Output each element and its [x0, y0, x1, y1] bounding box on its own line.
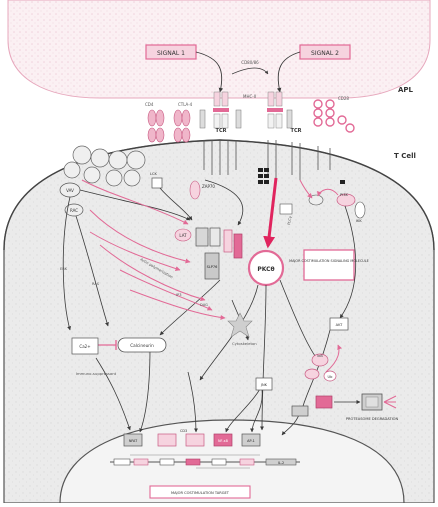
cd28-receptor — [313, 99, 355, 133]
apl-cell — [7, 0, 431, 99]
cd4-label: CD4 — [145, 102, 154, 107]
zap70-node — [189, 180, 201, 200]
slp76-label: SLP76 — [207, 265, 218, 269]
calcineurin-label: Calcineurin — [130, 343, 154, 348]
tf-boxes — [123, 433, 261, 447]
signal1-arrow — [195, 51, 224, 93]
ikb-node — [311, 353, 329, 367]
adapter-stack — [204, 252, 220, 280]
cd3-label: CD3 — [180, 429, 187, 433]
signal2-label: SIGNAL 2 — [311, 50, 339, 57]
ub-node — [323, 370, 337, 382]
receptor-left-2 — [173, 109, 191, 143]
ctla4-label: CTLA-4 — [178, 102, 193, 107]
costim-box — [303, 249, 355, 281]
membrane-stalks — [203, 140, 331, 180]
proteasome — [334, 393, 397, 411]
dag-node — [308, 194, 324, 206]
apl-label: APL — [398, 86, 414, 94]
signal2-arrow — [276, 51, 301, 93]
jnk-box — [255, 377, 273, 391]
cd3-chain-a — [199, 109, 206, 129]
dag-label: DAG — [200, 303, 208, 307]
erk-label: ERK — [60, 267, 68, 271]
pi3k-block — [223, 229, 233, 253]
costim-box-label: MAJOR COSTIMULATION SIGNALING MOLECULE — [289, 259, 369, 263]
cd3-chain-b — [235, 109, 242, 129]
cd3-chain-c — [286, 109, 293, 129]
plcg-label: PLCγ — [287, 215, 293, 225]
pi3k-label: PI3K — [340, 193, 349, 197]
mhc-tcr-complex-2 — [267, 91, 283, 129]
cross-arrow — [231, 67, 269, 75]
lck-label: LCK — [150, 172, 158, 176]
ras-box — [279, 203, 293, 215]
ca-label: Ca2+ — [79, 344, 90, 349]
black-arrows — [62, 179, 357, 436]
calcineurin-node — [117, 337, 167, 353]
cd80-label: CD80/86 — [241, 60, 259, 65]
rac-node — [64, 203, 84, 217]
mhc-label: MHC-II — [243, 94, 256, 99]
il2-label: IL-2 — [278, 461, 284, 465]
slp76-block — [195, 227, 209, 247]
itam-blocks — [258, 168, 345, 184]
tcell-label: T Cell — [394, 152, 416, 160]
pkcq-label: PKCθ — [257, 266, 274, 273]
proteasome-label: PROTEASOME DEGRADATION — [346, 417, 399, 421]
nfkb-block — [315, 395, 333, 409]
ikk-node-2 — [304, 368, 320, 380]
tcr-label-2: TCR — [291, 128, 302, 134]
ikk-label: IKK — [356, 219, 362, 223]
nucleus-target-label: MAJOR COSTIMULATION TARGET — [171, 491, 230, 495]
zap70-label: ZAP70 — [202, 184, 215, 189]
jnk-label: JNK — [260, 383, 268, 387]
ca-box — [71, 337, 99, 355]
promoter-strip — [110, 454, 300, 469]
lck-box — [151, 177, 163, 189]
lat-node — [174, 228, 192, 242]
ikb-label: IκB — [317, 354, 323, 358]
rac-label: RAC — [70, 208, 78, 213]
pink-arrows — [81, 179, 342, 373]
mhc-tcr-complex-1 — [213, 91, 229, 129]
cytoskeleton-shape — [227, 312, 253, 338]
cd28-label: CD28 — [338, 96, 349, 101]
cytoskeleton-label: Cytoskeleton — [232, 341, 257, 346]
pi3k-node — [336, 193, 356, 207]
ras-label: RAS — [92, 282, 100, 286]
plcg-block — [209, 227, 221, 247]
akt-label: AKT — [336, 323, 344, 327]
main-pathway-arrow — [263, 177, 278, 249]
ub-label: Ub — [328, 375, 334, 379]
vav-label: VAV — [66, 188, 74, 193]
akt-block — [233, 233, 243, 259]
nfkb-partner-block — [291, 405, 309, 417]
immuno-label: Immuno-suppressant — [76, 371, 117, 376]
receptor-left-1 — [147, 109, 165, 143]
nfkb-label: NF-κB — [218, 439, 229, 443]
signal1-label: SIGNAL 1 — [157, 50, 185, 57]
ikk-node — [354, 201, 366, 219]
nucleus-target-box — [149, 485, 251, 499]
nfat-label: NFAT — [129, 439, 138, 443]
akt-box — [329, 317, 349, 331]
lat-label: LAT — [179, 233, 187, 238]
tcr-label-1: TCR — [216, 128, 227, 134]
ip3-label: IP3 — [176, 293, 182, 297]
membrane-vesicles — [63, 145, 146, 187]
ap1-label: AP-1 — [247, 439, 255, 443]
